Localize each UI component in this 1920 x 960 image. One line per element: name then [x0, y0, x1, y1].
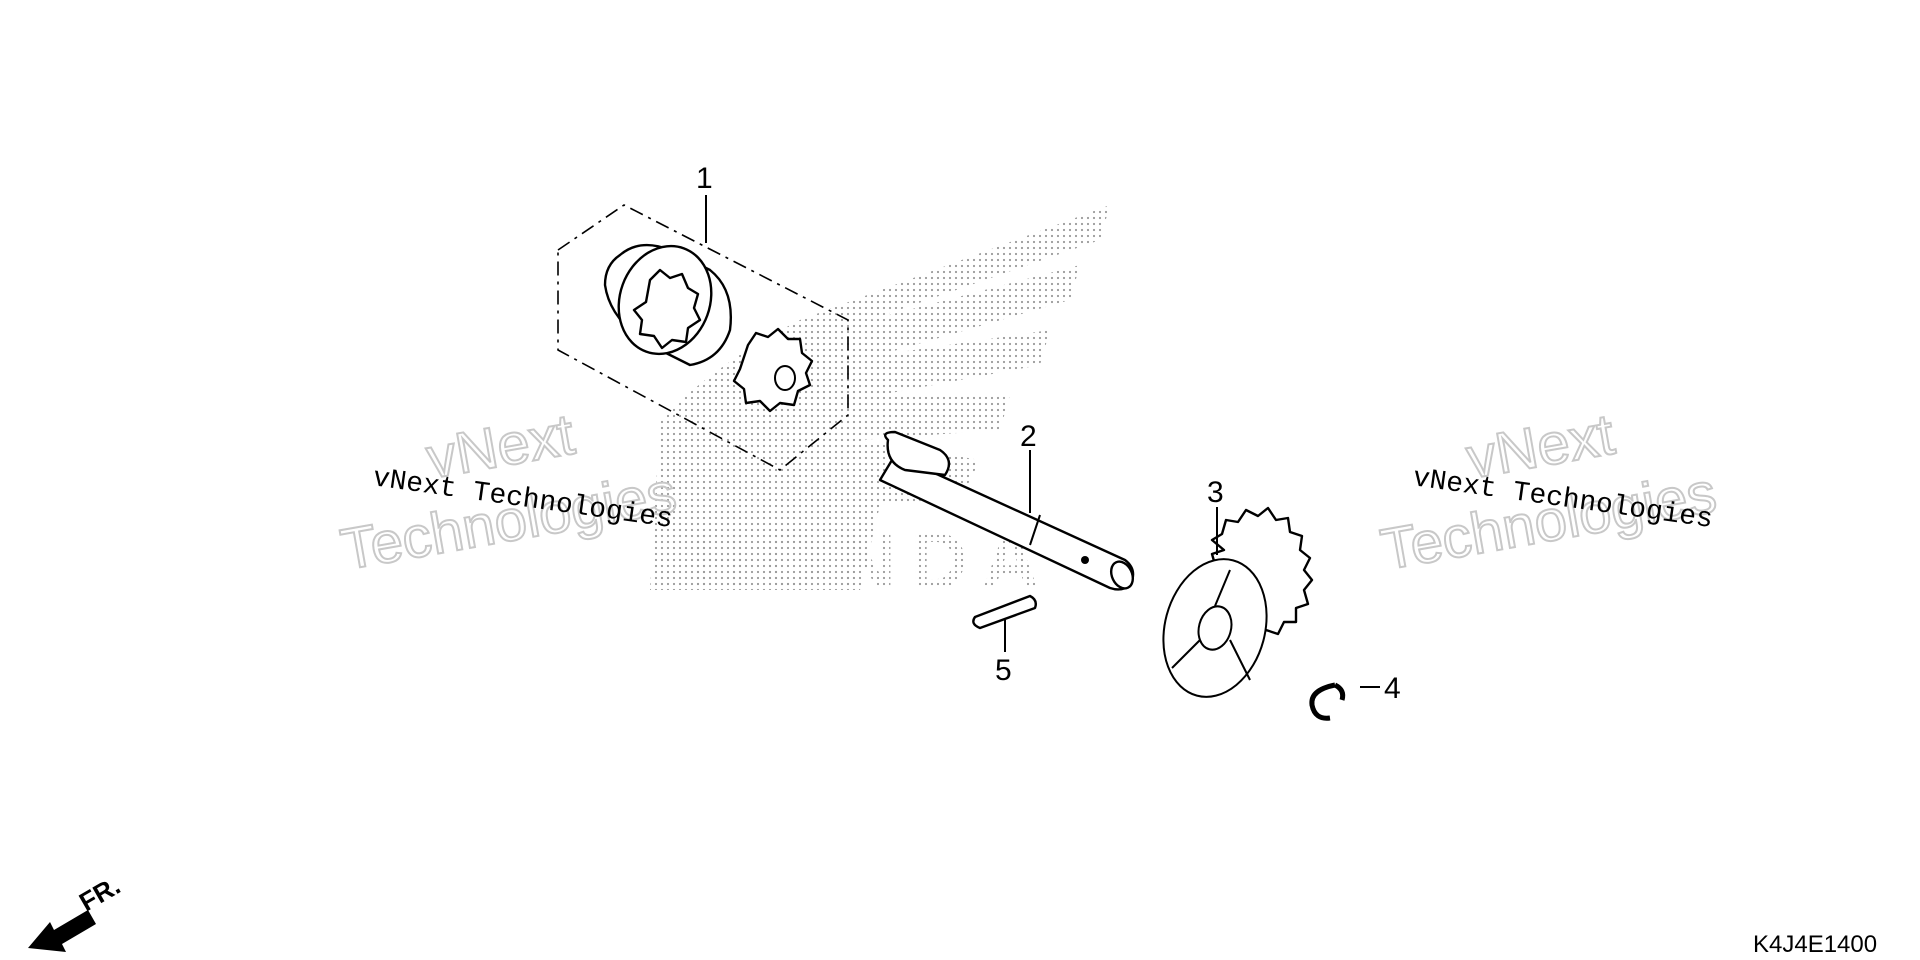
- honda-wing-logo: HONDA: [650, 205, 1110, 605]
- callout-4: 4: [1384, 672, 1401, 705]
- part-2-shaft: [878, 430, 1135, 591]
- part-3-gear: [1162, 506, 1314, 698]
- callout-1: 1: [696, 162, 713, 195]
- front-direction-arrow: FR.: [28, 870, 125, 952]
- part-5-pin: [972, 594, 1038, 630]
- callout-3: 3: [1207, 476, 1224, 509]
- direction-label: FR.: [74, 870, 125, 917]
- part-4-circlip: [1309, 682, 1346, 721]
- drawing-code: K4J4E1400: [1753, 931, 1877, 958]
- callout-2: 2: [1020, 420, 1037, 453]
- callout-5: 5: [995, 654, 1012, 687]
- svg-text:HONDA: HONDA: [690, 516, 1053, 605]
- leader-lines: [705, 195, 1380, 688]
- part-1-rotor-set: [557, 204, 849, 471]
